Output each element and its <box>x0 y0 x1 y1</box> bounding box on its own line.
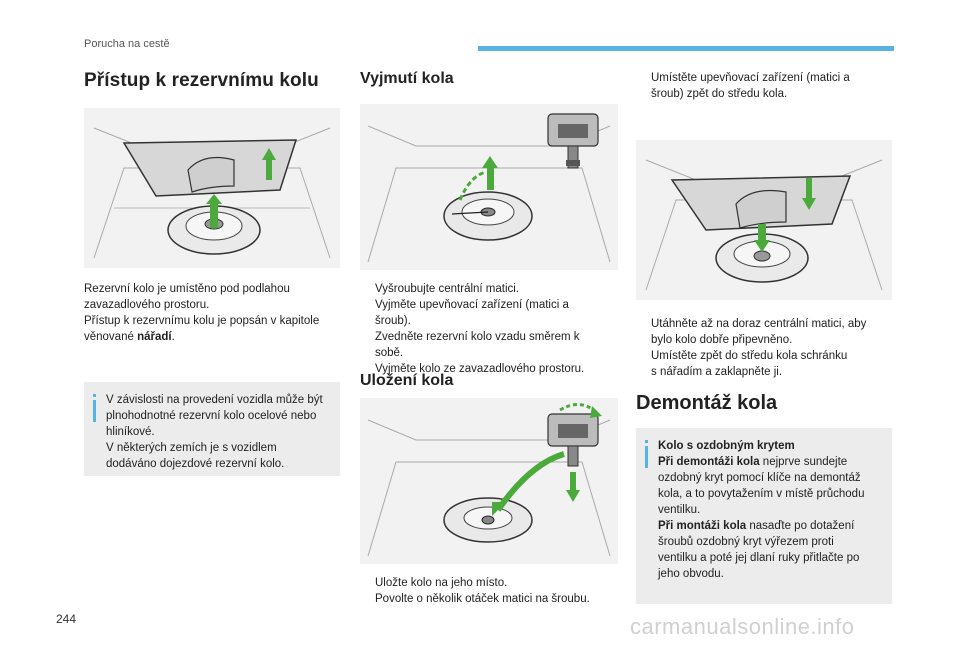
watermark: carmanualsonline.info <box>630 614 855 639</box>
step-item: Vyšroubujte centrální matici. <box>360 281 618 297</box>
step-text: Vyjměte upevňovací zařízení (matici a <box>375 299 569 311</box>
step-text: Vyjměte kolo ze zavazadlového prostoru. <box>375 363 585 375</box>
section-title-wheel-dismount: Demontáž kola <box>636 392 778 414</box>
step-item: Vyjměte kolo ze zavazadlového prostoru. <box>360 361 618 377</box>
text-line: Přístup k rezervnímu kolu je popsán v ka… <box>84 315 320 327</box>
info-heading: Kolo s ozdobným krytem <box>658 440 795 452</box>
section-title-store: Uložení kola <box>360 372 454 389</box>
steps-refit-fixing: Umístěte upevňovací zařízení (matici a šr… <box>636 70 894 102</box>
text-line: Rezervní kolo je umístěno pod podlahou <box>84 283 290 295</box>
info-line: dodáváno dojezdové rezervní kolo. <box>106 458 285 470</box>
step-text: Vyšroubujte centrální matici. <box>375 283 520 295</box>
steps-remove-wheel: Vyšroubujte centrální matici. Vyjměte up… <box>360 281 618 377</box>
trunk-floor-open-drawing <box>84 108 340 268</box>
text-fragment: věnované <box>84 331 138 343</box>
info-line: V některých zemích je s vozidlem <box>106 442 277 454</box>
illustration-refit-wheel <box>636 140 892 300</box>
info-icon <box>93 394 96 424</box>
info-line: ozdobný kryt pomocí klíče na demontáž <box>658 472 861 484</box>
info-title: Kolo s ozdobným krytem <box>658 438 878 454</box>
remove-wheel-drawing <box>360 104 618 270</box>
info-line: plnohodnotné rezervní kolo ocelové nebo <box>106 410 317 422</box>
running-head: Porucha na cestě <box>84 38 170 50</box>
step-text: sobě. <box>375 347 404 359</box>
step-text: Umístěte zpět do středu kola schránku <box>651 350 848 362</box>
step-text: Uložte kolo na jeho místo. <box>375 577 508 589</box>
info-box-wheel-trim: Kolo s ozdobným krytem Při demontáži kol… <box>636 428 892 604</box>
column-access-spare-wheel: Přístup k rezervnímu kolu <box>84 62 342 92</box>
text-fragment: . <box>171 331 175 343</box>
info-line: kola, a to povytažením v místě průchodu <box>658 488 865 500</box>
section-title-access: Přístup k rezervnímu kolu <box>84 70 319 91</box>
store-wheel-drawing <box>360 398 618 564</box>
info-line: Při demontáži kola nejprve sundejte <box>658 454 878 470</box>
page-number: 244 <box>56 612 77 626</box>
step-item: Povolte o několik otáček matici na šroub… <box>360 591 618 607</box>
header-accent-bar <box>478 46 894 51</box>
step-text: s nářadím a zaklapněte ji. <box>651 366 783 378</box>
step-text: bylo kolo dobře připevněno. <box>651 334 793 346</box>
info-line: šroubů ozdobný kryt výřezem proti <box>658 536 834 548</box>
info-text: nasaďte po dotažení <box>746 520 855 532</box>
column-remove-wheel: Vyjmutí kola <box>360 62 618 88</box>
step-item: Vyjměte upevňovací zařízení (matici a šro… <box>360 297 618 329</box>
step-text: šroub) zpět do středu kola. <box>651 88 788 100</box>
illustration-trunk-floor-open <box>84 108 340 268</box>
step-text: šroub). <box>375 315 411 327</box>
illustration-remove-wheel <box>360 104 618 270</box>
steps-store-wheel: Uložte kolo na jeho místo. Povolte o něk… <box>360 575 618 607</box>
text-line: zavazadlového prostoru. <box>84 299 210 311</box>
step-item: Umístěte upevňovací zařízení (matici a šr… <box>636 70 894 102</box>
step-item: Umístěte zpět do středu kola schránku s n… <box>636 348 894 380</box>
info-line: hliníkové. <box>106 426 155 438</box>
step-item: Utáhněte až na doraz centrální matici, a… <box>636 316 894 348</box>
step-text: Zvedněte rezervní kolo vzadu směrem k <box>375 331 580 343</box>
step-text: Umístěte upevňovací zařízení (matici a <box>651 72 850 84</box>
info-bold: Při montáži kola <box>658 520 747 532</box>
step-text: Povolte o několik otáček matici na šroub… <box>375 593 590 605</box>
info-icon <box>645 440 648 470</box>
steps-tighten-wheel: Utáhněte až na doraz centrální matici, a… <box>636 316 894 380</box>
step-item: Zvedněte rezervní kolo vzadu směrem k sob… <box>360 329 618 361</box>
step-text: Utáhněte až na doraz centrální matici, a… <box>651 318 867 330</box>
info-line: ventilku. <box>658 504 701 516</box>
illustration-store-wheel <box>360 398 618 564</box>
info-line: V závislosti na provedení vozidla může b… <box>106 394 323 406</box>
info-bold: Při demontáži kola <box>658 456 760 468</box>
info-line: ventilku a poté jej dlaní ruky přitlačte… <box>658 552 860 564</box>
info-text: nejprve sundejte <box>759 456 848 468</box>
section-title-remove: Vyjmutí kola <box>360 70 454 87</box>
refit-wheel-drawing <box>636 140 892 300</box>
step-item: Uložte kolo na jeho místo. <box>360 575 618 591</box>
info-box-spare-types: V závislosti na provedení vozidla může b… <box>84 382 340 476</box>
info-line: Při montáži kola nasaďte po dotažení <box>658 518 878 534</box>
text-line: věnované nářadí. <box>84 329 342 345</box>
info-line: jeho obvodu. <box>658 568 724 580</box>
paragraph-spare-location: Rezervní kolo je umístěno pod podlahou z… <box>84 281 342 345</box>
tools-chapter-reference: nářadí <box>137 331 172 343</box>
